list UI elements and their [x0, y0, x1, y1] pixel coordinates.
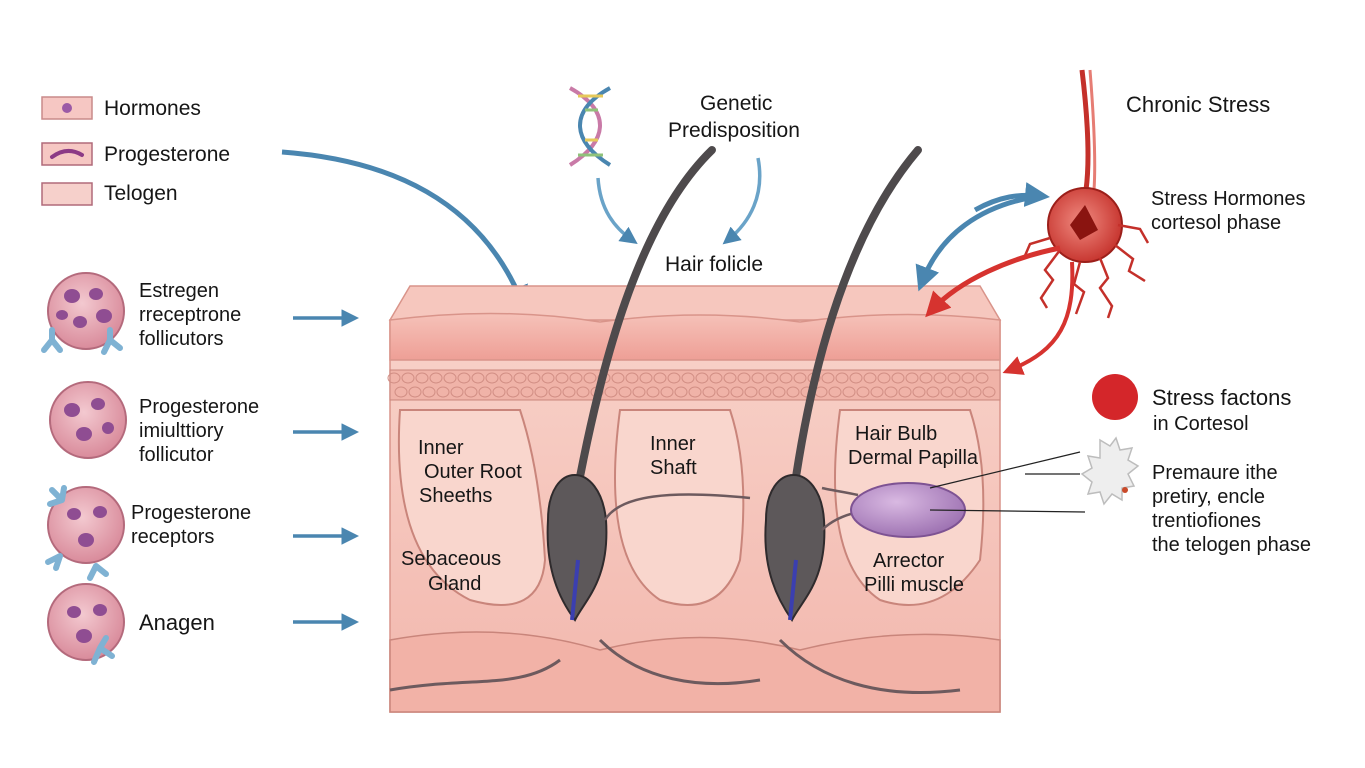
skin-cross-section [387, 285, 1002, 713]
hair-shaft-left [546, 146, 716, 622]
label-hair-follicle: Hair folicle [665, 253, 764, 276]
immune-cell-icon [1080, 436, 1140, 506]
cell-anagen [47, 583, 125, 665]
label-in-cortesol: in Cortesol [1153, 413, 1249, 435]
legend-hormones: Hormones [104, 97, 201, 120]
cortisol-dot-icon [1092, 374, 1138, 420]
label-predisposition: Predisposition [668, 119, 800, 142]
label-chronic-stress: Chronic Stress [1126, 92, 1271, 117]
curve-swatch-icon [41, 142, 93, 166]
left-arrows [293, 309, 359, 631]
genetic-arrow-right [722, 157, 762, 245]
label-stress-hormones: Stress Hormones [1151, 188, 1306, 210]
cell-estrogen [41, 272, 125, 355]
stress-feedback-arrow [915, 193, 1041, 292]
label-stress-factons: Stress factons [1152, 385, 1292, 410]
legend-to-skin-arrow [281, 149, 528, 312]
dna-icon [568, 86, 612, 167]
stress-red-arrow-1 [925, 245, 1061, 318]
stress-neuron-icon [1007, 69, 1150, 319]
genetic-arrow-left [596, 177, 638, 245]
label-anagen: Anagen [139, 610, 215, 635]
cell-progesterone-receptors [45, 485, 125, 581]
label-genetic: Genetic [700, 92, 773, 115]
legend-telogen: Telogen [104, 182, 178, 205]
stress-red-arrow-2 [1002, 261, 1075, 375]
label-cortesol-phase: cortesol phase [1151, 212, 1282, 234]
hair-shaft-right [764, 146, 922, 622]
legend-progesterone: Progesterone [104, 143, 231, 166]
cell-progesterone-1 [49, 381, 127, 459]
plain-swatch-icon [41, 182, 93, 206]
legend [41, 96, 93, 206]
